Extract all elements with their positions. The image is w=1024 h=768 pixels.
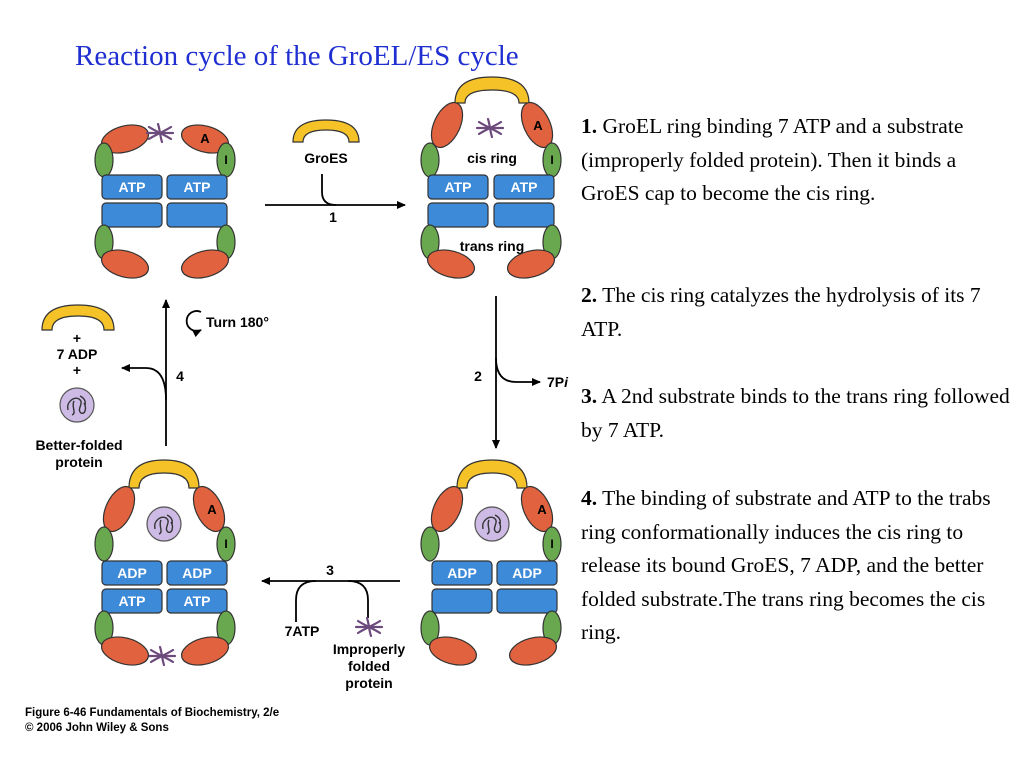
equatorial-domain <box>166 560 228 586</box>
caption-line-2: © 2006 John Wiley & Sons <box>25 722 169 734</box>
equatorial-domain <box>431 588 493 614</box>
better-folded-label-2: protein <box>55 454 102 470</box>
apical-domain <box>508 636 558 666</box>
turn-label: Turn 180° <box>206 314 269 330</box>
atp-label: ATP <box>184 593 211 609</box>
domain-label-a: A <box>533 118 543 133</box>
release-arrow <box>121 364 167 401</box>
substrate-protein-icon <box>474 506 510 542</box>
phosphate-release-arrow <box>495 357 541 386</box>
apical-domain <box>428 636 478 666</box>
substrate-star-icon <box>475 117 505 139</box>
improperly-folded-label-1: Improperly <box>333 641 406 657</box>
equatorial-domain <box>496 560 558 586</box>
step-3-number: 3 <box>326 562 334 578</box>
domain-label-i: I <box>224 153 227 167</box>
improperly-folded-label-2: folded <box>348 658 390 674</box>
domain-label-a: A <box>207 502 217 517</box>
intermediate-domain <box>420 142 440 178</box>
step-1-description: 1. GroEL ring binding 7 ATP and a substr… <box>581 114 964 205</box>
trans-ring-label: trans ring <box>460 238 525 254</box>
equatorial-domain <box>166 202 228 228</box>
seven-atp-label: 7ATP <box>285 623 320 639</box>
cis-ring-label: cis ring <box>467 150 517 166</box>
adp-label: ADP <box>182 565 212 581</box>
domain-label-a: A <box>200 131 210 146</box>
apical-domain <box>180 636 230 666</box>
adp-label: ADP <box>447 565 477 581</box>
intermediate-domain <box>94 526 114 562</box>
better-folded-label-1: Better-folded <box>35 437 122 453</box>
groes-label: GroES <box>304 150 348 166</box>
adp-label: ADP <box>117 565 147 581</box>
apical-domain <box>180 249 230 279</box>
domain-label-i: I <box>550 153 553 167</box>
step-4-description: 4. The binding of substrate and ATP to t… <box>581 486 991 644</box>
intermediate-domain <box>420 526 440 562</box>
equatorial-domain <box>166 588 228 614</box>
equatorial-domain <box>431 560 493 586</box>
apical-domain <box>430 101 464 149</box>
better-folded-protein-icon <box>59 387 95 423</box>
intermediate-domain <box>216 526 236 562</box>
released-groes-cap <box>41 304 115 331</box>
phosphate-label: 7Pi <box>547 374 569 390</box>
improperly-folded-label-3: protein <box>345 675 392 691</box>
apical-domain <box>192 485 226 533</box>
groes-cap <box>456 459 528 489</box>
atp-join-line <box>295 580 317 622</box>
equatorial-domain <box>427 174 489 200</box>
groel-complex-bottom-right: A I ADP ADP <box>420 459 562 666</box>
groel-complex-bottom-left: A I ADP ADP ATP ATP <box>94 459 236 667</box>
slide-title: Reaction cycle of the GroEL/ES cycle <box>75 40 519 72</box>
groel-complex-top-left: A I ATP ATP <box>94 122 236 279</box>
adp-label: ADP <box>512 565 542 581</box>
domain-label-a: A <box>537 502 547 517</box>
equatorial-domain <box>101 588 163 614</box>
intermediate-domain <box>94 142 114 178</box>
step-4-number: 4 <box>176 368 184 384</box>
substrate-join-line <box>347 580 369 618</box>
caption-line-1: Figure 6-46 Fundamentals of Biochemistry… <box>25 707 280 719</box>
domain-label-i: I <box>550 537 553 551</box>
seven-adp-label: 7 ADP <box>57 346 98 362</box>
groes-cap <box>128 459 200 489</box>
plus-sign: + <box>73 330 81 346</box>
equatorial-domain <box>493 202 555 228</box>
groel-complex-top-right: A cis ring I ATP ATP trans ring <box>420 76 562 279</box>
atp-label: ATP <box>445 179 472 195</box>
substrate-star-icon <box>145 122 175 144</box>
substrate-star-icon <box>147 645 177 667</box>
equatorial-domain <box>101 202 163 228</box>
equatorial-domain <box>101 560 163 586</box>
figure-caption: Figure 6-46 Fundamentals of Biochemistry… <box>25 706 279 736</box>
equatorial-domain <box>101 174 163 200</box>
improperly-folded-star-icon <box>354 616 384 638</box>
groes-cap <box>292 119 360 143</box>
groes-cap <box>454 76 530 104</box>
equatorial-domain <box>496 588 558 614</box>
equatorial-domain <box>427 202 489 228</box>
substrate-protein-icon <box>146 506 182 542</box>
apical-domain <box>100 249 150 279</box>
step-2-description: 2. The cis ring catalyzes the hydrolysis… <box>581 283 981 341</box>
apical-domain <box>506 249 556 279</box>
equatorial-domain <box>166 174 228 200</box>
atp-label: ATP <box>119 593 146 609</box>
domain-label-i: I <box>224 537 227 551</box>
step-3-description: 3. A 2nd substrate binds to the trans ri… <box>581 384 1010 442</box>
equatorial-domain <box>493 174 555 200</box>
plus-sign: + <box>73 362 81 378</box>
groes-join-line <box>321 174 337 206</box>
atp-label: ATP <box>119 179 146 195</box>
apical-domain <box>100 636 150 666</box>
step-1-number: 1 <box>329 209 337 225</box>
apical-domain <box>426 249 476 279</box>
atp-label: ATP <box>184 179 211 195</box>
apical-domain <box>430 485 464 533</box>
rotate-icon <box>185 310 202 338</box>
atp-label: ATP <box>511 179 538 195</box>
step-2-number: 2 <box>474 368 482 384</box>
